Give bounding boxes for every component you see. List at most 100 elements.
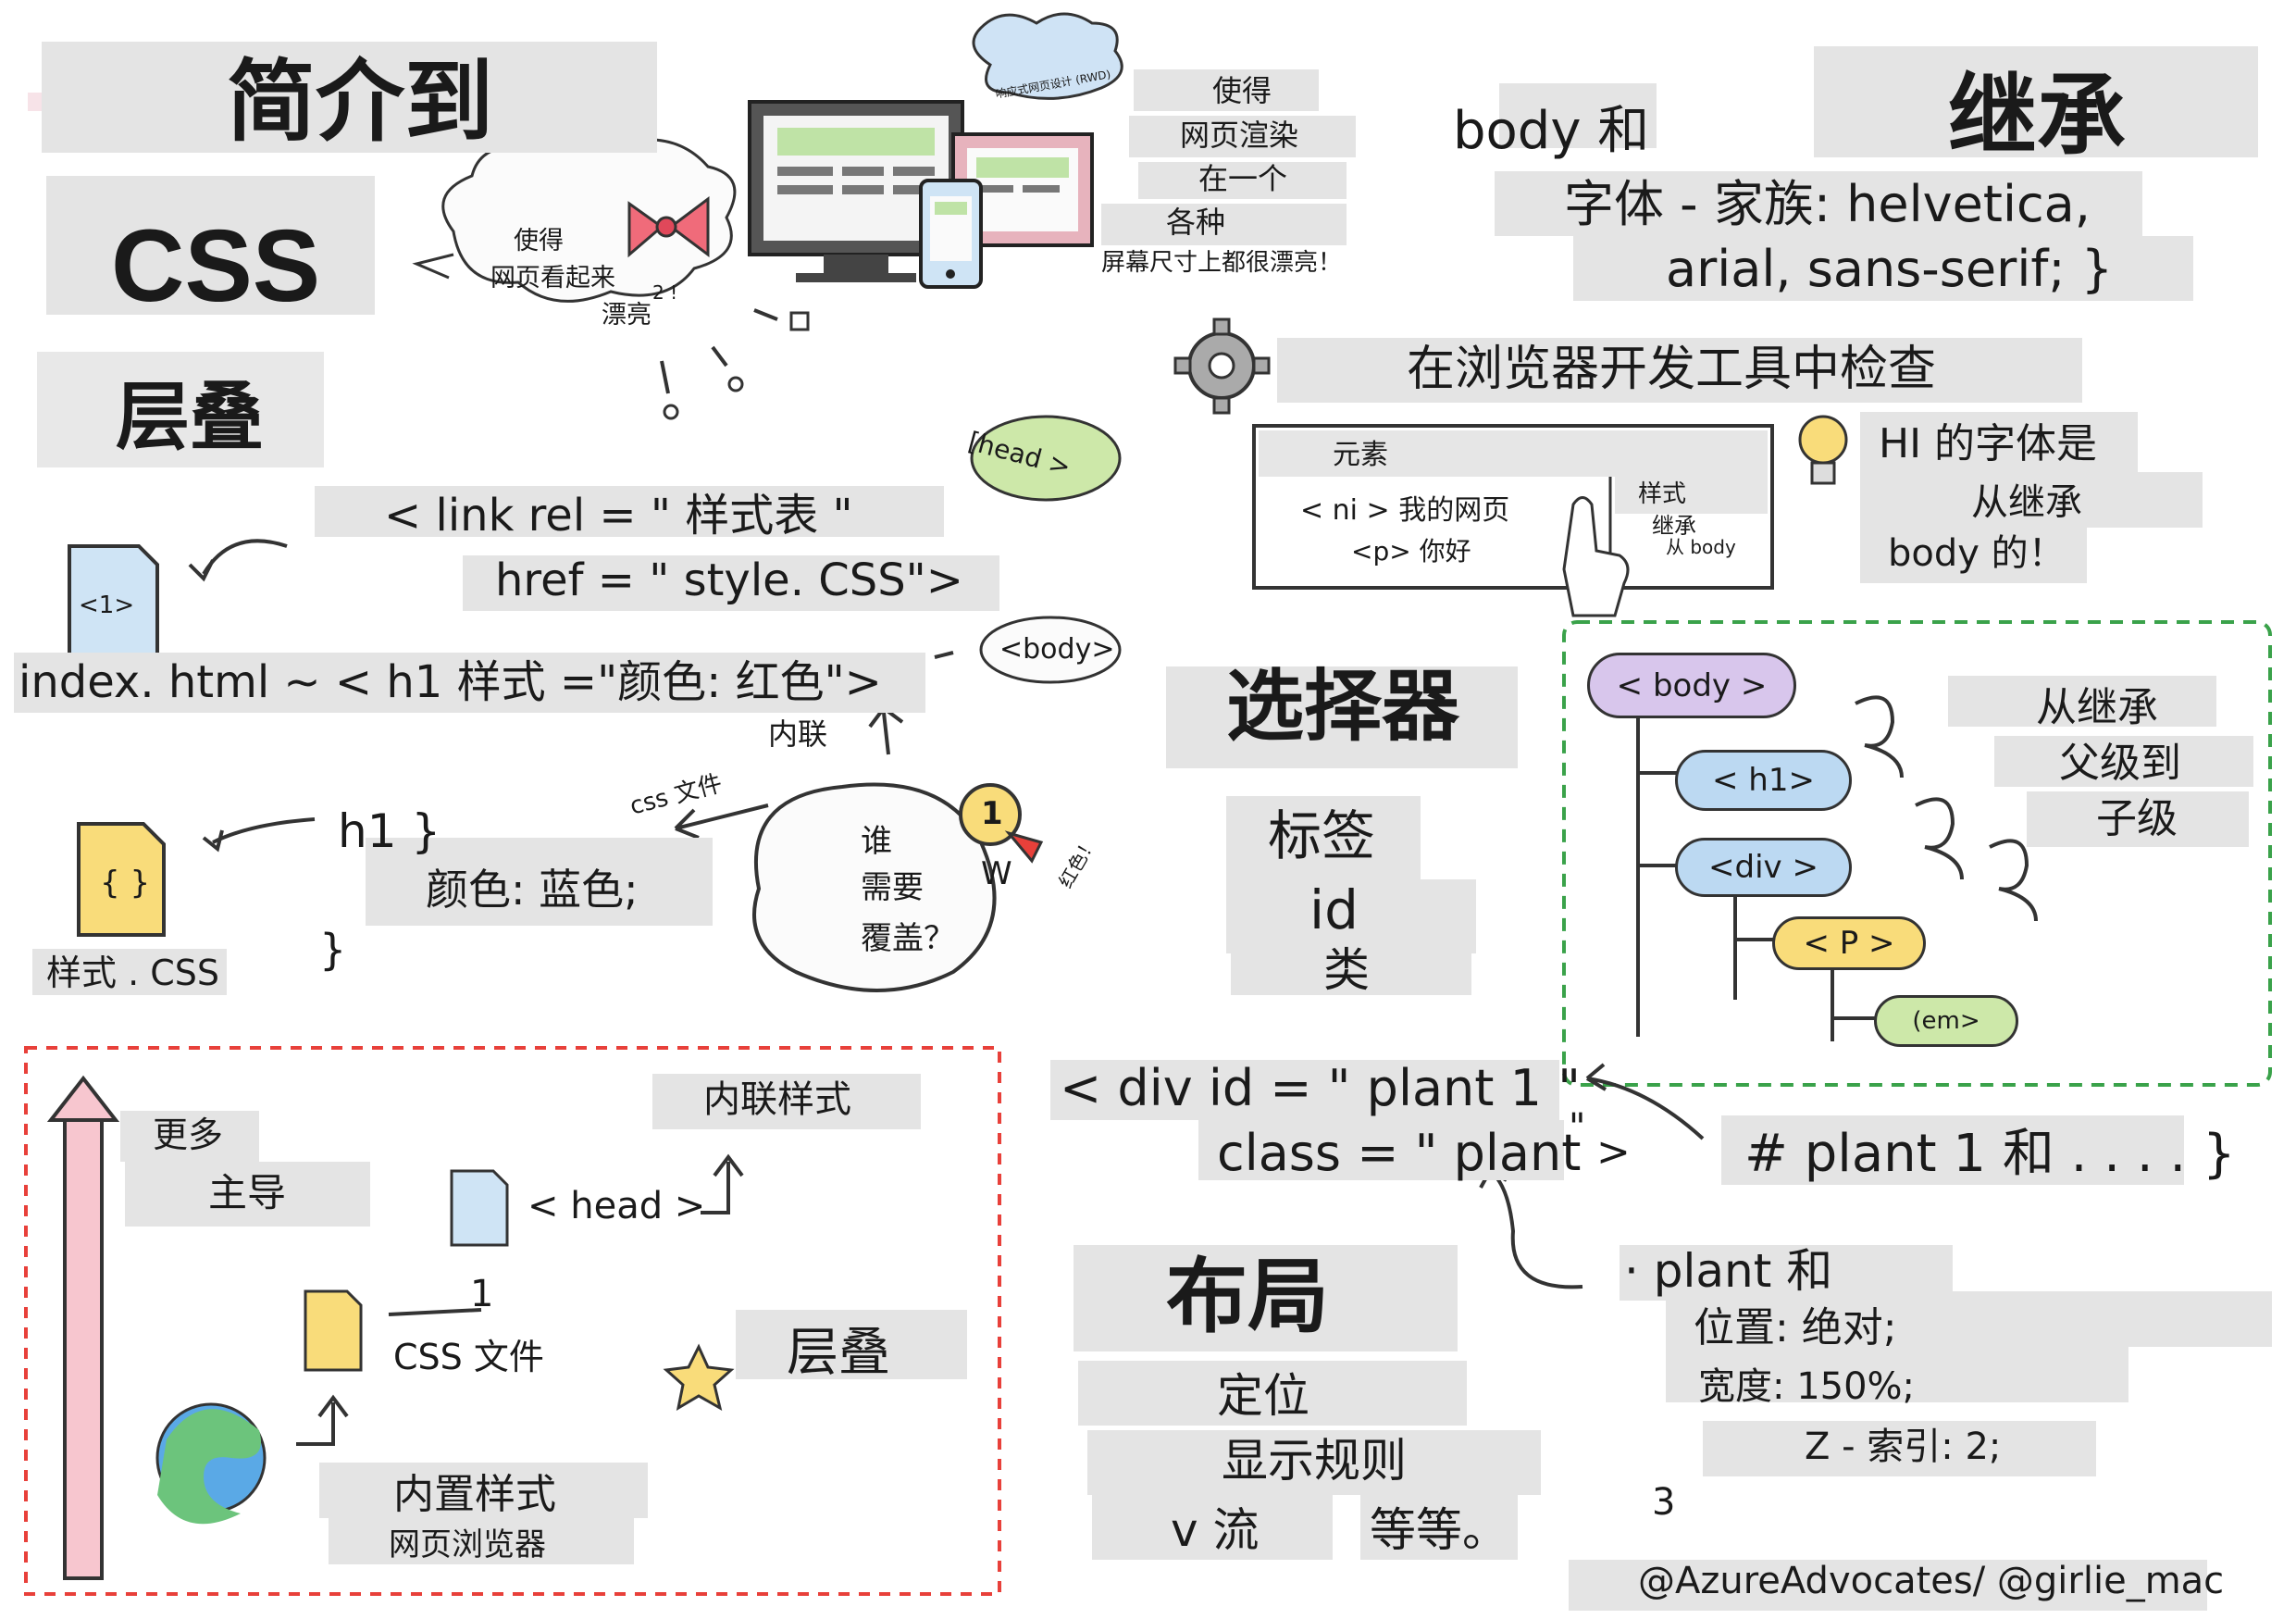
devtools-from-body: 从 body [1666, 536, 1736, 558]
who-line1: 谁 [861, 823, 892, 860]
selectors-title: 选择器 [1226, 661, 1460, 752]
who-bubble [752, 782, 997, 992]
css-file-name: 样式 . CSS [46, 953, 220, 993]
priority-cascade: 层叠 [787, 1323, 890, 1383]
bubble-line1: 使得 [514, 227, 564, 255]
layout-position: 位置: 绝对; [1694, 1304, 1897, 1351]
medal-icon [959, 783, 1044, 864]
layout-title: 布局 [1166, 1249, 1330, 1344]
devtools-panel [1252, 424, 1774, 590]
inheritance-font2: arial, sans-serif; } [1666, 240, 2114, 298]
priority-more: 更多 [153, 1115, 224, 1155]
inheritance-title: 继承 [1948, 64, 2126, 168]
selector-tag: 标签 [1268, 804, 1376, 867]
head-tag-bubble [970, 415, 1122, 502]
selector-id: id [1309, 878, 1359, 941]
bubble-sup: 2 ! [652, 281, 678, 304]
rwd-line3: 在一个 [1198, 161, 1288, 196]
rwd-line1: 使得 [1212, 73, 1272, 108]
cascade-title: 层叠 [116, 374, 264, 460]
layout-positioning: 定位 [1217, 1369, 1309, 1423]
priority-dominant: 主导 [208, 1170, 287, 1215]
tree-note3: 子级 [2096, 795, 2178, 842]
layout-etc: 等等。 [1370, 1503, 1508, 1557]
bow-icon [627, 196, 710, 258]
html-file-icon [68, 544, 159, 668]
layout-width: 宽度: 150%; [1698, 1365, 1916, 1408]
body-tag-bubble [979, 616, 1122, 684]
selector-class: 类 [1323, 943, 1370, 997]
rwd-line2: 网页渲染 [1180, 118, 1299, 153]
pointer-hand-icon [1562, 496, 1630, 617]
priority-arrow [46, 1075, 120, 1580]
inheritance-body-and: body 和 [1453, 101, 1650, 161]
div-example-line2: class = " plant [1217, 1124, 1582, 1182]
link-line2: href = " style. CSS"> [495, 554, 963, 606]
priority-box [24, 1046, 1001, 1596]
css-file-small-icon [304, 1289, 363, 1372]
css-file-icon-label: { } [100, 865, 151, 902]
inheritance-font1: 字体 - 家族: helvetica, [1564, 175, 2091, 233]
devtools-inherited: 继承 [1652, 513, 1696, 539]
edge-browser-icon [155, 1402, 267, 1525]
css-rule2: 颜色: 蓝色; [426, 865, 639, 915]
tree-note1: 从继承 [2036, 684, 2158, 731]
inline-line: index. html ~ < h1 样式 ="颜色: 红色"> [19, 656, 882, 708]
layout-display: 显示规则 [1222, 1434, 1407, 1488]
layout-flow: v 流 [1171, 1503, 1260, 1557]
priority-builtin: 内置样式 [393, 1471, 556, 1518]
bulb-line3: body 的！ [1888, 532, 2066, 575]
who-line2: 需要 [861, 869, 924, 906]
priority-num: 1 [470, 1273, 494, 1315]
star-icon [663, 1343, 735, 1412]
inheritance-tree-box [1562, 620, 2272, 1087]
devtools-row1: < ni > 我的网页 [1300, 494, 1510, 527]
bulb-line1: HI 的字体是 [1879, 420, 2098, 467]
priority-browser: 网页浏览器 [389, 1526, 546, 1563]
div-example-close: > [1596, 1128, 1631, 1176]
rwd-line4: 各种 [1166, 205, 1226, 240]
tree-div: <div > [1675, 838, 1852, 897]
html-file-label: <1> [79, 592, 135, 619]
body-tag: <body> [999, 633, 1115, 666]
id-selector-rule: # plant 1 和 . . . . } [1744, 1124, 2236, 1184]
css-rule3: } [319, 925, 347, 975]
priority-inline-style: 内联样式 [703, 1078, 851, 1121]
layout-plant: · plant 和 [1624, 1244, 1833, 1298]
title-line1: 简介到 [227, 50, 493, 154]
bubble-line2: 网页看起来 [490, 264, 615, 293]
rwd-line5: 屏幕尺寸上都很漂亮！ [1101, 249, 1343, 277]
devtools-label: 在浏览器开发工具中检查 [1407, 342, 1937, 397]
bulb-line2: 从继承 [1971, 481, 2082, 524]
bubble-line3: 漂亮 [602, 301, 652, 330]
div-example-line1: < div id = " plant 1 " [1060, 1059, 1581, 1117]
head-file-icon [450, 1169, 509, 1247]
tree-note2: 父级到 [2059, 740, 2181, 787]
tree-em: (em> [1874, 995, 2018, 1047]
layout-z: Z - 索引: 2; [1805, 1426, 2002, 1468]
gear-icon [1173, 318, 1271, 415]
tree-p: < P > [1772, 916, 1926, 970]
cloud-icon [972, 12, 1123, 100]
medal-number: 1 [981, 795, 1003, 832]
div-example-quote: " [1569, 1106, 1586, 1149]
priority-css-file: CSS 文件 [393, 1337, 544, 1377]
css-rule1: h1 } [338, 804, 441, 858]
devtools-row2: <p> 你好 [1351, 536, 1471, 567]
link-line1: < link rel = " 样式表 " [384, 490, 853, 542]
priority-head: < head > [527, 1185, 706, 1227]
css-file-icon [77, 822, 166, 937]
devtools-styles: 样式 [1638, 480, 1687, 508]
credit: @AzureAdvocates/ @girlie_mac [1638, 1560, 2225, 1602]
lightbulb-icon [1798, 415, 1848, 485]
devtools-elements: 元素 [1333, 439, 1388, 471]
tree-body: < body > [1587, 653, 1796, 718]
tree-h1: < h1> [1675, 750, 1852, 811]
title-css: CSS [111, 209, 321, 323]
inline-label: 内联 [768, 716, 828, 752]
who-w: W [981, 855, 1012, 892]
phone-icon [919, 179, 983, 289]
layout-num: 3 [1652, 1481, 1676, 1524]
who-line3: 覆盖？ [861, 920, 955, 957]
